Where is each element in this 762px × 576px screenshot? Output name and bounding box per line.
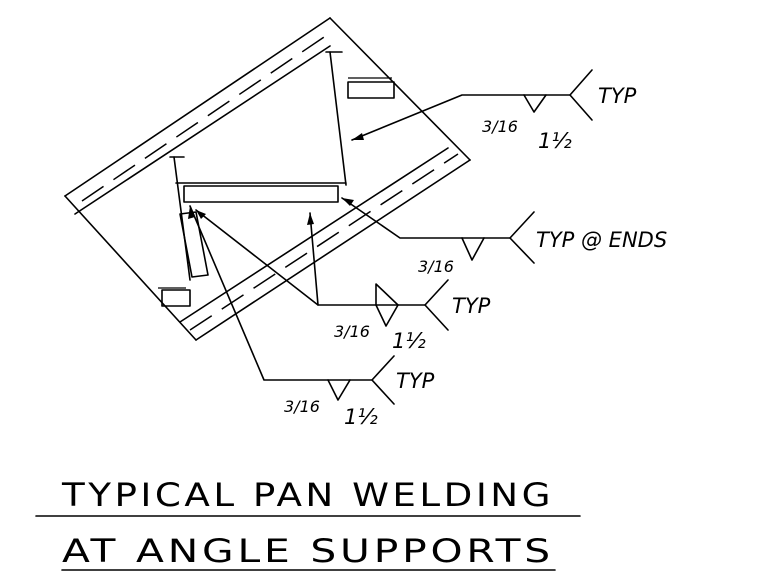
- callout-top-note: TYP: [598, 84, 637, 108]
- leader-lines: [188, 94, 571, 381]
- slab-outline: [64, 17, 471, 341]
- callout-bottom-size: 3/16: [284, 397, 320, 416]
- weld-symbol-bottom: [327, 355, 395, 405]
- callout-ends-note: TYP @ ENDS: [536, 228, 667, 252]
- callout-top-length: 1½: [538, 129, 572, 153]
- callout-top-size: 3/16: [482, 117, 518, 136]
- weld-symbol-ends: [461, 211, 535, 264]
- callout-middle-note: TYP: [452, 294, 491, 318]
- upper-right-angle: [347, 81, 395, 99]
- title-line-2: AT ANGLE SUPPORTS: [62, 532, 554, 570]
- weld-symbol-middle: [375, 279, 449, 331]
- pan-section: [169, 51, 347, 281]
- side-angle: [179, 211, 209, 278]
- weld-symbol-top: [523, 69, 593, 121]
- callout-bottom-length: 1½: [344, 405, 378, 429]
- title-line-1: TYPICAL PAN WELDING: [61, 476, 554, 514]
- callout-bottom-note: TYP: [396, 369, 435, 393]
- lower-left-angle: [161, 289, 191, 307]
- callout-middle-length: 1½: [392, 329, 426, 353]
- callout-ends-size: 3/16: [418, 257, 454, 276]
- lower-angle: [183, 185, 339, 203]
- callout-middle-size: 3/16: [334, 322, 370, 341]
